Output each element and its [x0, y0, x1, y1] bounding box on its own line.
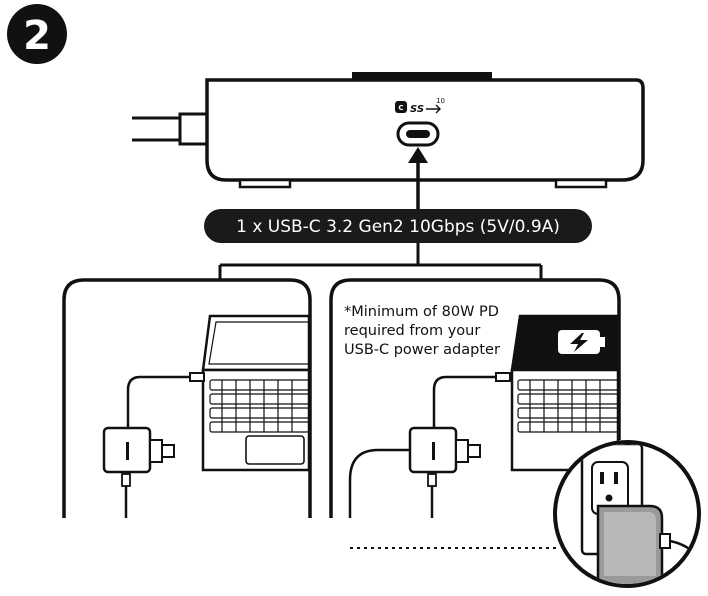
laptop-screen: [201, 314, 311, 372]
docking-station: Ϲ SS 10: [132, 72, 645, 189]
ss-speed: 10: [436, 97, 445, 105]
battery-charging-icon: [558, 330, 605, 354]
usb-trident-icon: [426, 104, 441, 114]
panel-left: [62, 278, 312, 518]
note-line-1: *Minimum of 80W PD: [344, 304, 499, 320]
ss-logo: SS: [410, 104, 424, 115]
power-adapter-inset: [553, 440, 701, 588]
connection-label: 1 x USB-C 3.2 Gen2 10Gbps (5V/0.9A): [236, 217, 560, 237]
note-line-3: USB-C power adapter: [344, 342, 500, 358]
connection-label-pill: 1 x USB-C 3.2 Gen2 10Gbps (5V/0.9A): [204, 209, 592, 243]
bracket: [218, 243, 543, 280]
step-number: 2: [23, 13, 51, 59]
keyboard: [209, 379, 310, 465]
thunderbolt-badge-icon: Ϲ: [395, 101, 407, 113]
step-badge: 2: [7, 4, 67, 64]
note-line-2: required from your: [344, 323, 480, 339]
keyboard-right: [517, 379, 619, 433]
laptop-base: [201, 368, 311, 472]
panel-right: *Minimum of 80W PD required from your US…: [329, 278, 621, 518]
power-adapter-icon: [596, 504, 697, 584]
badge-letter: Ϲ: [398, 104, 403, 112]
arrow-up-icon: [408, 147, 428, 210]
